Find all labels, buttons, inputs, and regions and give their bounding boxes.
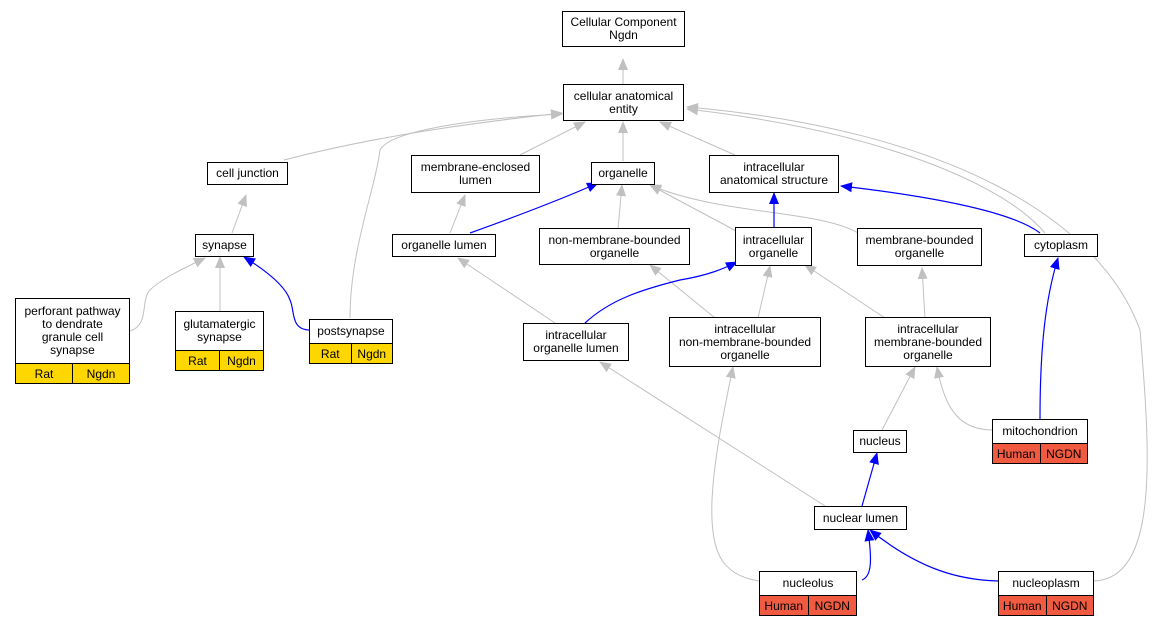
node-intracellular-anatomical-structure[interactable]: intracellular anatomical structure [709,155,839,193]
gene-cell: Ngdn [220,350,264,371]
node-nucleolus[interactable]: nucleolus Human NGDN [759,571,857,616]
node-cytoplasm[interactable]: cytoplasm [1024,234,1098,257]
edge-nl-nuc [861,452,879,507]
node-label: cytoplasm [1033,238,1089,252]
edge-nuc-imbo [881,366,916,431]
node-label: intracellular anatomical structure [719,160,829,187]
edge-inmbo-io [757,265,773,319]
node-label: intracellular non-membrane-bounded organ… [678,321,812,362]
node-perforant-pathway-synapse[interactable]: perforant pathway to dendrate granule ce… [15,298,130,384]
edge-nucleolus-nl [861,529,875,581]
node-cellular-anatomical-entity[interactable]: cellular anatomical entity [563,84,684,121]
gene-cell: Ngdn [351,343,393,364]
edge-mito-imbo [934,366,994,431]
edge-mbo-org [649,184,859,234]
edge-np-cae [686,102,1148,582]
node-label: intracellular membrane-bounded organelle [873,321,983,362]
node-label: organelle [598,166,648,180]
annotation-row: Human NGDN [998,595,1094,616]
node-label: nuclear lumen [822,510,899,525]
node-synapse[interactable]: synapse [195,234,254,257]
edge-ias-cae [659,121,736,156]
edge-perf-syn [129,257,206,332]
node-label: cellular anatomical entity [573,88,674,116]
edge-iol-io [584,261,738,324]
gene-cell: Ngdn [73,363,130,384]
node-nuclear-lumen[interactable]: nuclear lumen [814,506,907,530]
edge-post-syn [243,256,311,331]
annotation-row: Rat Ngdn [309,343,393,364]
gene-cell: NGDN [808,595,857,616]
node-label: organelle lumen [401,238,487,252]
node-cellular-component[interactable]: Cellular Component Ngdn [562,11,685,47]
node-label: intracellular organelle lumen [533,328,619,355]
node-organelle-lumen[interactable]: organelle lumen [392,234,496,257]
node-label: perforant pathway to dendrate granule ce… [24,303,121,357]
edge-inmbo-nmbo [649,264,716,319]
edge-nl-iol [599,361,826,507]
node-intracellular-organelle[interactable]: intracellular organelle [735,227,812,266]
node-intracellular-membrane-bounded-organelle[interactable]: intracellular membrane-bounded organelle [865,317,991,367]
species-cell: Rat [309,343,352,364]
node-label: membrane-enclosed lumen [420,160,531,187]
edge-orgl-org [469,182,599,234]
edge-np-nl [869,529,999,582]
node-intracellular-organelle-lumen[interactable]: intracellular organelle lumen [523,323,629,361]
annotation-row: Rat Ngdn [15,363,130,384]
node-label: intracellular organelle [742,232,805,260]
node-label: synapse [202,238,247,252]
node-mitochondrion[interactable]: mitochondrion Human NGDN [992,419,1088,464]
node-membrane-bounded-organelle[interactable]: membrane-bounded organelle [857,228,982,266]
species-cell: Rat [175,350,220,371]
node-membrane-enclosed-lumen[interactable]: membrane-enclosed lumen [411,155,540,193]
edge-mel-cae [519,121,586,156]
node-postsynapse[interactable]: postsynapse Rat Ngdn [309,319,393,364]
node-label: postsynapse [317,323,385,338]
edge-imbo-io [804,264,886,319]
edge-cyto-ias [840,182,1041,234]
node-label: nucleolus [782,575,834,590]
edge-imbo-mbo [917,267,928,319]
edge-nmbo-org [616,184,626,230]
node-label: membrane-bounded organelle [865,233,974,260]
edge-syn-cj [231,194,247,234]
annotation-row: Rat Ngdn [175,350,264,371]
node-organelle[interactable]: organelle [591,162,655,185]
node-label: Cellular Component Ngdn [570,15,677,42]
edge-post-cae [349,109,563,319]
species-cell: Human [759,595,809,616]
edge-cyto-cae [686,105,1046,234]
node-label: mitochondrion [1002,423,1078,438]
edge-cj-cae [283,109,563,161]
node-nucleoplasm[interactable]: nucleoplasm Human NGDN [998,571,1094,616]
edge-nucleolus-inmbo [711,366,760,582]
species-cell: Human [992,443,1041,464]
annotation-row: Human NGDN [759,595,857,616]
species-cell: Rat [15,363,73,384]
node-non-membrane-bounded-organelle[interactable]: non-membrane-bounded organelle [539,228,690,265]
node-label: nucleoplasm [1012,575,1080,590]
node-label: non-membrane-bounded organelle [548,232,681,260]
node-glutamatergic-synapse[interactable]: glutamatergic synapse Rat Ngdn [175,311,264,371]
gene-cell: NGDN [1040,443,1088,464]
node-intracellular-non-membrane-bounded-organelle[interactable]: intracellular non-membrane-bounded organ… [669,317,821,367]
annotation-row: Human NGDN [992,443,1088,464]
node-label: nucleus [859,434,901,448]
gene-cell: NGDN [1046,595,1094,616]
edge-io-org [649,184,741,234]
node-cell-junction[interactable]: cell junction [207,162,288,185]
species-cell: Human [998,595,1047,616]
edge-orgl-mel [449,194,466,234]
edge-iol-orgl [457,257,556,324]
node-nucleus[interactable]: nucleus [853,430,907,453]
edge-mito-cyto [1039,257,1060,420]
node-label: cell junction [216,166,279,180]
node-label: glutamatergic synapse [183,316,256,344]
